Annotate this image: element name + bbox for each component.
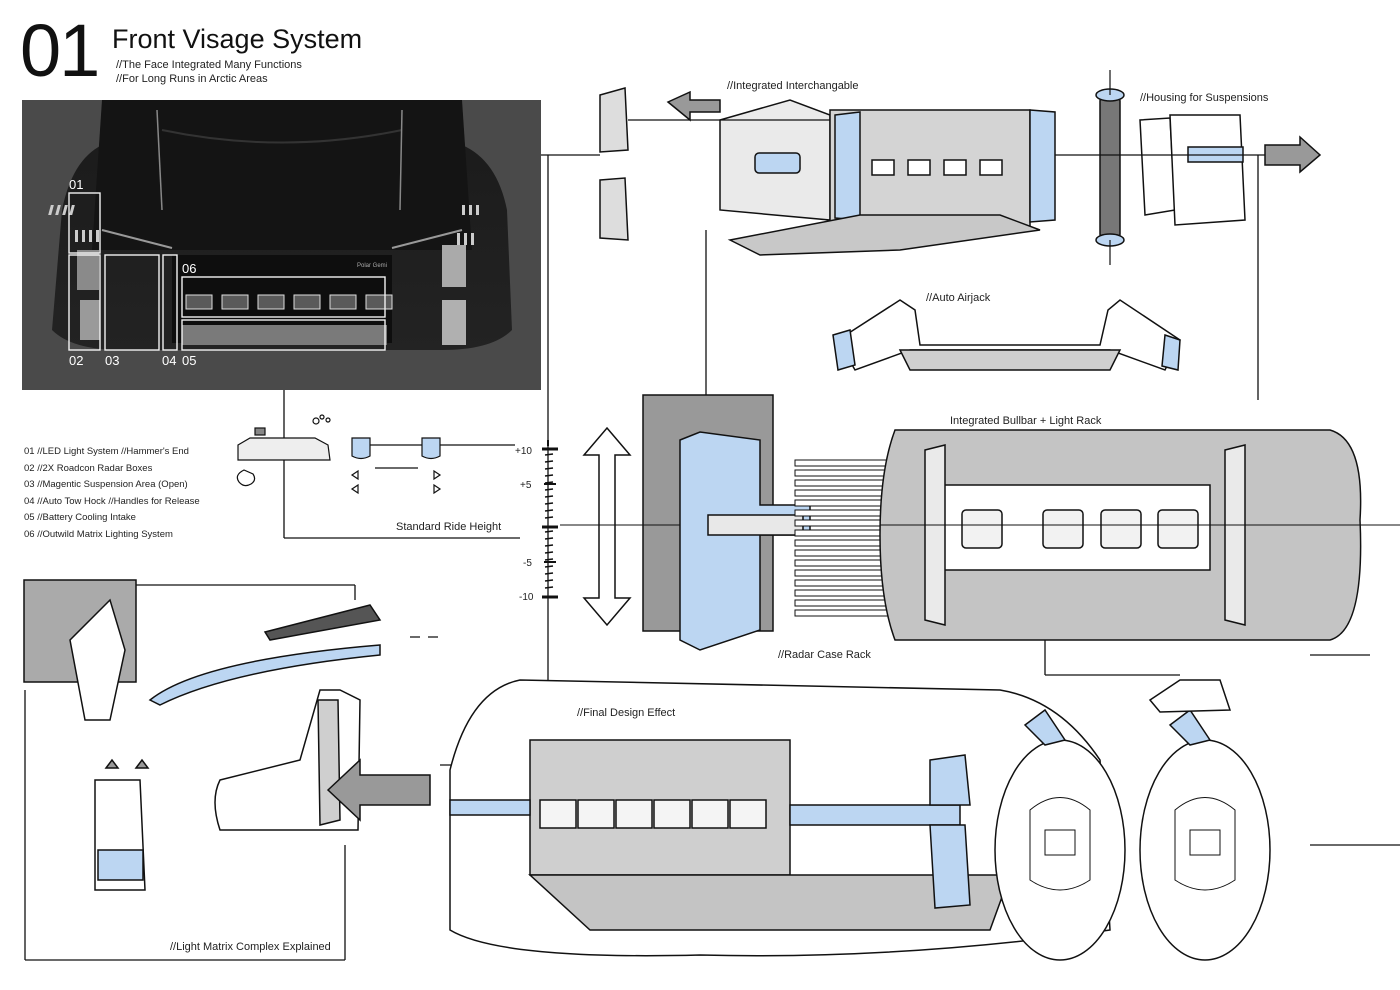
ruler-tick xyxy=(544,516,554,519)
ruler-tick xyxy=(544,474,554,477)
label-light-matrix: //Light Matrix Complex Explained xyxy=(170,941,331,953)
photo-badge: Polar Gemi xyxy=(357,263,387,269)
legend-item: 03 //Magentic Suspension Area (Open) xyxy=(24,479,188,490)
ruler-tick xyxy=(544,565,554,568)
ruler-tick xyxy=(544,537,554,540)
label-final-design: //Final Design Effect xyxy=(577,707,676,719)
legend-item: 06 //Outwild Matrix Lighting System xyxy=(24,528,173,540)
ruler-tick xyxy=(544,579,554,582)
scale-plus10: +10 xyxy=(515,446,532,457)
ruler-tick xyxy=(544,530,554,533)
ruler-tick xyxy=(544,551,554,554)
callout-04: 04 xyxy=(162,353,176,368)
scale-minus5: -5 xyxy=(523,558,532,569)
subtitle-2: //For Long Runs in Arctic Areas xyxy=(116,73,268,85)
callout-box-01 xyxy=(68,192,101,254)
ruler-tick xyxy=(544,453,554,456)
render-photo: Polar Gemi 01 02 03 04 05 06 xyxy=(22,100,541,390)
arrow-left-icon xyxy=(666,90,721,122)
label-bullbar-light-rack: Integrated Bullbar + Light Rack xyxy=(950,415,1102,427)
ruler-tick xyxy=(544,558,554,561)
ruler-tick xyxy=(544,481,554,484)
arrow-right-icon xyxy=(1264,135,1322,174)
callout-03: 03 xyxy=(105,353,119,368)
ruler-tick xyxy=(544,488,554,491)
page-title: Front Visage System xyxy=(112,24,363,54)
ruler-tick xyxy=(544,509,554,512)
airjack-pad-right xyxy=(421,437,441,460)
legend-list: 01 //LED Light System //Hammer's End 02 … xyxy=(24,444,200,543)
vertical-adjust-arrow-icon xyxy=(582,426,632,627)
wheel-left xyxy=(994,739,1126,961)
ruler-tick xyxy=(544,502,554,505)
label-radar-case-rack: //Radar Case Rack xyxy=(778,649,871,661)
arrow-left-icon xyxy=(326,758,431,822)
legend-item: 05 //Battery Cooling Intake xyxy=(24,512,136,523)
label-integrated-interchangable: //Integrated Interchangable xyxy=(727,80,859,92)
exhaust-cloud-icon xyxy=(236,469,256,487)
wheel-right xyxy=(1139,739,1271,961)
section-number: 01 xyxy=(20,9,100,92)
legend-item: 02 //2X Roadcon Radar Boxes xyxy=(24,462,153,474)
callout-box-05 xyxy=(181,319,386,351)
ruler-tick xyxy=(544,544,554,547)
sensor-icon xyxy=(254,427,266,436)
scale-plus5: +5 xyxy=(520,480,532,491)
vehicle-front-render: Polar Gemi 01 02 03 04 05 06 xyxy=(48,100,512,368)
callout-box-04 xyxy=(162,254,178,351)
callout-02: 02 xyxy=(69,353,83,368)
subtitle-1: //The Face Integrated Many Functions xyxy=(116,59,302,71)
scale-minus10: -10 xyxy=(519,592,534,603)
ruler-tick xyxy=(544,572,554,575)
callout-box-03 xyxy=(104,254,160,351)
ruler-tick xyxy=(544,460,554,463)
airjack-pad-left xyxy=(351,437,371,460)
ruler-tick xyxy=(544,467,554,470)
standard-ride-height-label: Standard Ride Height xyxy=(396,521,502,533)
legend-item: 01 //LED Light System //Hammer's End xyxy=(24,446,189,457)
ruler-tick xyxy=(544,586,554,589)
label-auto-airjack: //Auto Airjack xyxy=(926,292,991,304)
legend-item: 04 //Auto Tow Hock //Handles for Release xyxy=(24,495,200,507)
ride-height-scale xyxy=(542,440,558,599)
callout-01: 01 xyxy=(69,177,83,192)
callout-06: 06 xyxy=(182,261,196,276)
callout-box-02 xyxy=(68,254,101,351)
callout-05: 05 xyxy=(182,353,196,368)
label-housing-suspensions: //Housing for Suspensions xyxy=(1140,92,1269,104)
ruler-tick xyxy=(544,495,554,498)
callout-box-06 xyxy=(181,276,386,318)
